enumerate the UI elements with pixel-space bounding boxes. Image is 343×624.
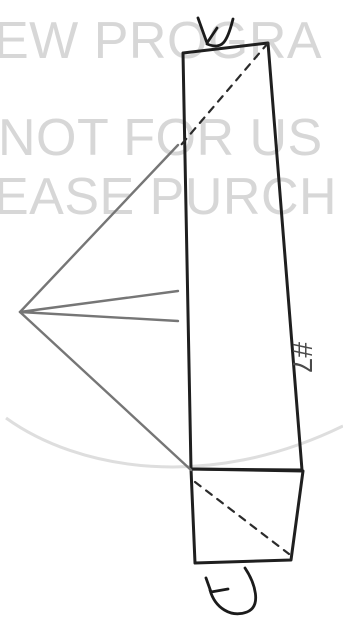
watermark-line-1: EW PROGRA [0,12,322,70]
left-fold-lower-line [20,312,191,470]
folding-diagram: #7 [20,18,318,614]
bottom-rotate-arrow [206,568,256,614]
left-fold-middle-line-2 [20,312,178,321]
lower-flap [191,469,303,563]
paper-strip [183,43,302,470]
step-label: #7 [287,342,318,373]
watermark-arc [6,418,343,467]
left-fold-middle-line-1 [20,291,178,312]
bottom-rotate-arrow-head [206,578,228,592]
watermark: EW PROGRA NOT FOR US EASE PURCH [0,12,343,467]
bottom-fold-dashed-line [195,482,289,554]
watermark-line-3: EASE PURCH [0,168,337,226]
